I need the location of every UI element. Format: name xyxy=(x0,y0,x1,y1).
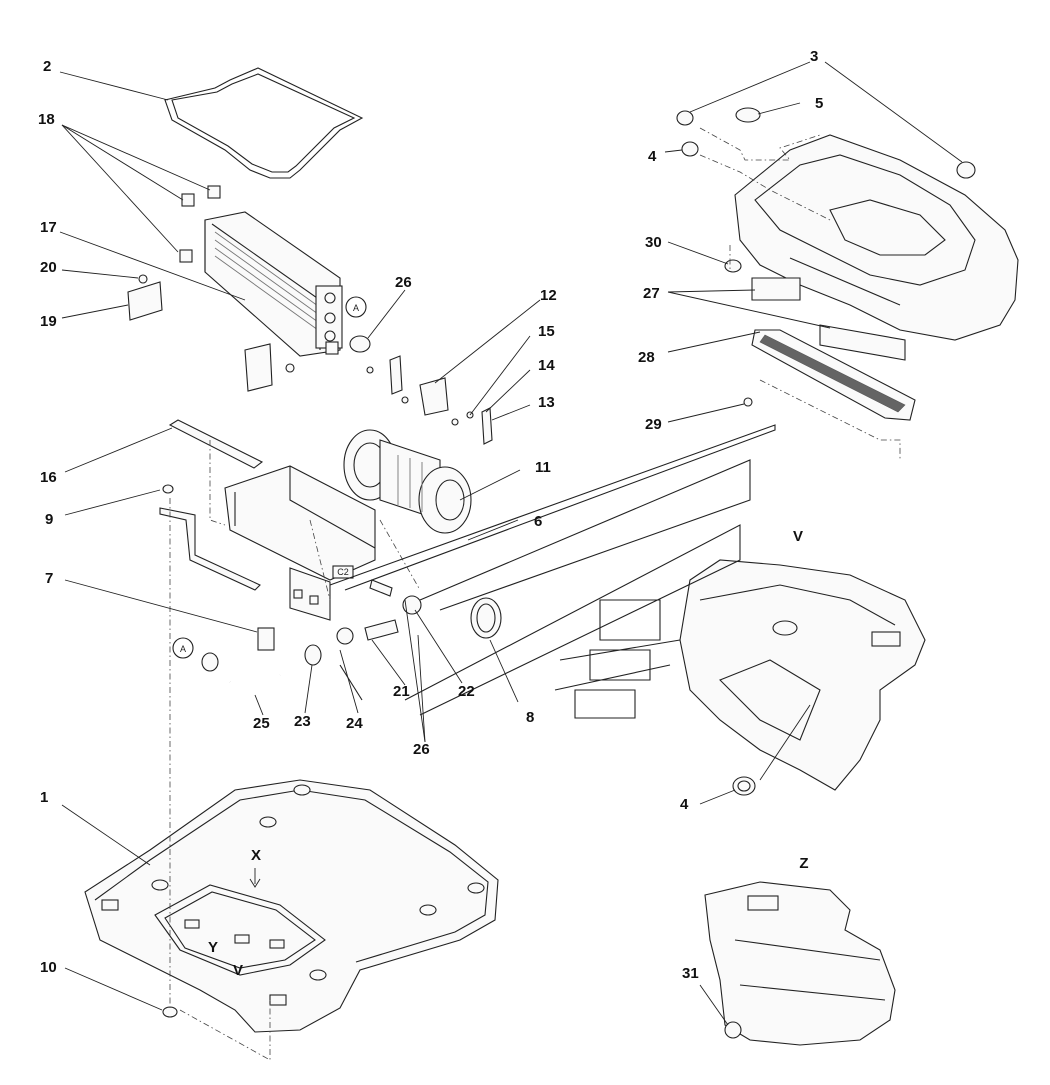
label-20: 20 xyxy=(40,259,57,276)
bracket-19 xyxy=(127,274,163,321)
detail-view-v xyxy=(679,559,926,796)
bracket-heater xyxy=(244,343,295,392)
detail-view-z xyxy=(704,881,896,1046)
label-24: 24 xyxy=(346,715,363,732)
label-28: 28 xyxy=(638,349,655,366)
label-16: 16 xyxy=(40,469,57,486)
label-7: 7 xyxy=(45,570,53,587)
label-18: 18 xyxy=(38,111,55,128)
label-25: 25 xyxy=(253,715,270,732)
relay-7 xyxy=(257,627,275,651)
label-9: 9 xyxy=(45,511,53,528)
label-31: 31 xyxy=(682,965,699,982)
label-10: 10 xyxy=(40,959,57,976)
label-4-top: 4 xyxy=(648,148,657,165)
label-26-bottom: 26 xyxy=(413,741,430,758)
tag-c2: C2 xyxy=(337,567,349,577)
label-8: 8 xyxy=(526,709,534,726)
label-30: 30 xyxy=(645,234,662,251)
label-21: 21 xyxy=(393,683,410,700)
hose-fittings-21-24 xyxy=(336,579,422,701)
label-22: 22 xyxy=(458,683,475,700)
part-labels: 2 18 17 20 19 26 12 15 14 13 16 11 9 6 7… xyxy=(38,48,823,982)
view-marker-v-small: V xyxy=(233,962,243,979)
callout-a-label-bottom: A xyxy=(180,644,186,654)
label-23: 23 xyxy=(294,713,311,730)
small-parts-12-15 xyxy=(366,355,493,445)
reference-lines xyxy=(169,127,901,1061)
grille-28 xyxy=(743,277,916,421)
gasket-2 xyxy=(164,67,364,179)
label-1: 1 xyxy=(40,789,48,806)
label-4-bottom: 4 xyxy=(680,796,689,813)
label-3: 3 xyxy=(810,48,818,65)
roof-panel-1 xyxy=(84,779,499,1033)
heater-core-17 xyxy=(179,185,343,357)
label-11: 11 xyxy=(535,459,551,476)
label-29: 29 xyxy=(645,416,662,433)
seal-ring-8 xyxy=(470,597,502,639)
label-19: 19 xyxy=(40,313,57,330)
label-2: 2 xyxy=(43,58,51,75)
clamp-26-top xyxy=(325,335,371,355)
view-title-z: Z xyxy=(799,855,808,872)
label-26-top: 26 xyxy=(395,274,412,291)
callout-A-top: A xyxy=(345,296,367,318)
label-14: 14 xyxy=(538,357,555,374)
hood-top-right xyxy=(676,107,1019,341)
label-6: 6 xyxy=(534,513,542,530)
washer-10 xyxy=(162,1006,178,1018)
blower-11 xyxy=(343,429,472,534)
callout-a-label-top: A xyxy=(353,303,359,313)
view-marker-y: Y xyxy=(208,939,218,956)
label-5: 5 xyxy=(815,95,823,112)
label-17: 17 xyxy=(40,219,57,236)
label-15: 15 xyxy=(538,323,555,340)
view-marker-x: X xyxy=(251,847,261,864)
view-title-v: V xyxy=(793,528,803,545)
callout-A-bottom: A xyxy=(172,637,194,659)
housing-frame: C2 xyxy=(159,419,376,621)
leader-lines xyxy=(59,61,963,1026)
label-13: 13 xyxy=(538,394,555,411)
label-27: 27 xyxy=(643,285,660,302)
hose-25 xyxy=(201,644,322,696)
label-12: 12 xyxy=(540,287,557,304)
